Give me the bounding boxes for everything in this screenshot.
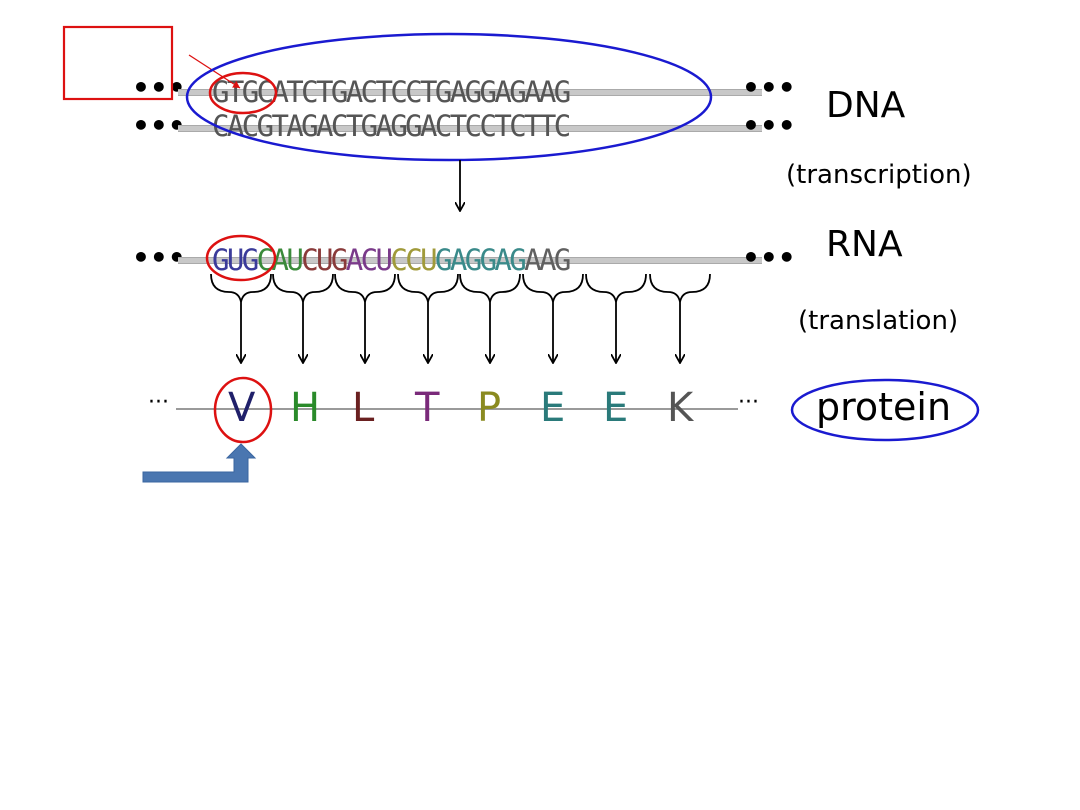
rna-codon: AAG [524, 243, 571, 277]
protein-backbone [176, 408, 738, 410]
codon-brace [210, 273, 272, 303]
amino-acid-e: E [540, 385, 566, 431]
amino-acid-l: L [352, 385, 375, 431]
gug-codon-circle [205, 234, 277, 282]
dna-template-backbone [178, 125, 762, 132]
dna-coding-right-ellipsis: ••• [742, 71, 796, 104]
protein-left-ellipsis: ··· [148, 390, 169, 415]
rna-strand: GUGCAUCUGACUCCUGAGGAGAAG [212, 243, 571, 277]
dna-highlight-ellipse [185, 32, 713, 162]
rna-left-ellipsis: ••• [132, 241, 186, 274]
pointer-line [188, 54, 241, 89]
codon-brace [522, 273, 584, 303]
amino-acid-k: K [667, 385, 694, 431]
protein-highlight-ellipse [790, 378, 980, 442]
rna-codon: ACU [345, 243, 393, 277]
rna-backbone [178, 257, 762, 264]
dna-label: DNA [826, 85, 906, 126]
dna-coding-left-ellipsis: ••• [132, 71, 186, 104]
amino-acid-v: V [228, 385, 256, 431]
codon-brace [397, 273, 459, 303]
rna-codon: CAU [256, 243, 304, 277]
dna-template-right-ellipsis: ••• [742, 109, 796, 142]
codon-brace [459, 273, 521, 303]
codon-brace [649, 273, 711, 303]
gtg-codon-circle [208, 71, 278, 115]
rna-codon: GUG [212, 243, 259, 277]
dna-coding-backbone [178, 89, 762, 96]
bent-arrow-icon [142, 443, 257, 483]
dna-template-strand: CACGTAGACTGAGGACTCCTCTTC [212, 109, 571, 143]
rna-codon: GAG [434, 243, 482, 277]
codon-braces [210, 273, 711, 362]
empty-annotation-box [62, 25, 174, 101]
translation-label: (translation) [798, 306, 959, 336]
protein-label: protein [816, 385, 952, 429]
protein-right-ellipsis: ··· [738, 390, 759, 415]
amino-acid-h: H [290, 385, 321, 431]
amino-acid-t: T [415, 385, 440, 431]
valine-circle [213, 376, 273, 444]
codon-brace [272, 273, 334, 303]
rna-codon: CCU [390, 243, 437, 277]
codon-brace [334, 273, 396, 303]
rna-label: RNA [826, 224, 903, 265]
codon-brace [585, 273, 647, 303]
rna-right-ellipsis: ••• [742, 241, 796, 274]
transcription-label: (transcription) [786, 160, 972, 190]
rna-codon: CUG [301, 243, 348, 277]
dna-template-left-ellipsis: ••• [132, 109, 186, 142]
amino-acid-p: P [477, 385, 502, 431]
rna-codon: GAG [479, 243, 527, 277]
amino-acid-e: E [603, 385, 629, 431]
